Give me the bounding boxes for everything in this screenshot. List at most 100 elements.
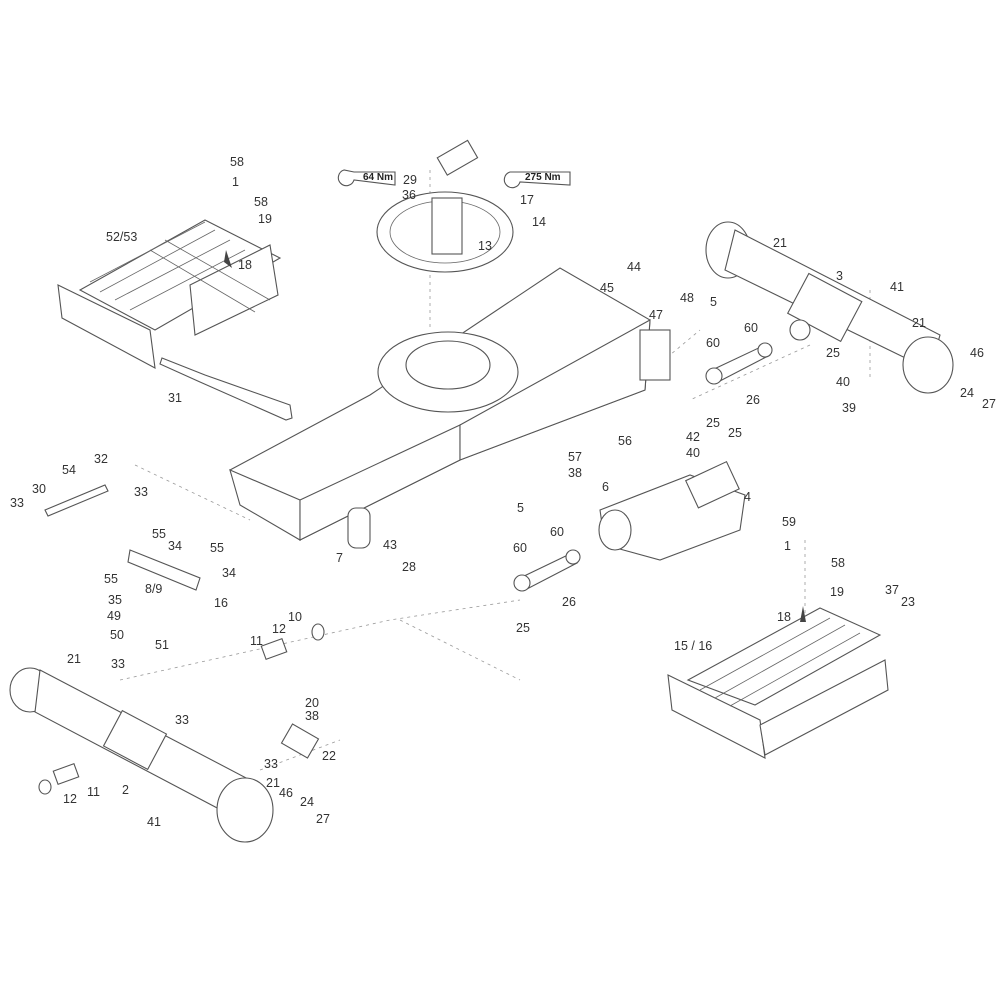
callout-label[interactable]: 16 [214,596,228,610]
callout-label[interactable]: 47 [649,308,663,322]
callout-label[interactable]: 25 [826,346,840,360]
callout-label[interactable]: 23 [901,595,915,609]
callout-label[interactable]: 24 [960,386,974,400]
callout-label[interactable]: 38 [568,466,582,480]
callout-label[interactable]: 32 [94,452,108,466]
callout-label[interactable]: 21 [266,776,280,790]
callout-label[interactable]: 56 [618,434,632,448]
callout-label[interactable]: 58 [230,155,244,169]
callout-label[interactable]: 34 [168,539,182,553]
callout-label[interactable]: 14 [532,215,546,229]
callout-label[interactable]: 48 [680,291,694,305]
callout-label[interactable]: 19 [258,212,272,226]
callout-label[interactable]: 60 [550,525,564,539]
callout-label[interactable]: 43 [383,538,397,552]
callout-label[interactable]: 4 [744,490,751,504]
callout-label[interactable]: 5 [517,501,524,515]
callout-label[interactable]: 33 [134,485,148,499]
callout-label[interactable]: 49 [107,609,121,623]
callout-label[interactable]: 27 [316,812,330,826]
arrow-icon [800,606,806,622]
callout-label[interactable]: 57 [568,450,582,464]
callout-label[interactable]: 28 [402,560,416,574]
gearbox-4-6 [598,460,746,561]
callout-label[interactable]: 20 [305,696,319,710]
callout-label[interactable]: 41 [147,815,161,829]
callout-label[interactable]: 58 [831,556,845,570]
tank-7 [347,507,371,549]
callout-label[interactable]: 33 [264,757,278,771]
callout-label[interactable]: 15 / 16 [674,639,713,653]
callout-label[interactable]: 30 [32,482,46,496]
bushing-11-lower [52,762,80,786]
callout-label[interactable]: 50 [110,628,124,642]
callout-label[interactable]: 21 [67,652,81,666]
axle-2 [9,667,274,843]
callout-label[interactable]: 11 [87,785,100,799]
callout-label[interactable]: 46 [279,786,293,800]
callout-label[interactable]: 40 [686,446,700,460]
callout-label[interactable]: 11 [250,634,263,648]
callout-label[interactable]: 18 [238,258,252,272]
callout-label[interactable]: 19 [830,585,844,599]
callout-label[interactable]: 45 [600,281,614,295]
callout-label[interactable]: 2 [122,783,129,797]
callout-label[interactable]: 24 [300,795,314,809]
callout-label[interactable]: 18 [777,610,791,624]
callout-label[interactable]: 41 [890,280,904,294]
callout-label[interactable]: 39 [842,401,856,415]
callout-label[interactable]: 34 [222,566,236,580]
callout-label[interactable]: 26 [562,595,576,609]
callout-label[interactable]: 12 [272,622,286,636]
callout-label[interactable]: 27 [982,397,996,411]
callout-label[interactable]: 3 [836,269,843,283]
dozer-blade-15-16 [667,607,889,759]
callout-label[interactable]: 59 [782,515,796,529]
callout-label[interactable]: 38 [305,709,319,723]
callout-label[interactable]: 36 [402,188,416,202]
callout-label[interactable]: 42 [686,430,700,444]
callout-label[interactable]: 1 [232,175,239,189]
callout-label[interactable]: 25 [728,426,742,440]
callout-label[interactable]: 55 [152,527,166,541]
drive-shaft-upper [705,342,773,385]
callout-label[interactable]: 55 [104,572,118,586]
seal-10 [311,623,325,641]
callout-label[interactable]: 21 [773,236,787,250]
callout-label[interactable]: 51 [155,638,169,652]
callout-label[interactable]: 33 [10,496,24,510]
callout-label[interactable]: 22 [322,749,336,763]
callout-label[interactable]: 10 [288,610,302,624]
arrow-icon [224,250,232,268]
callout-label[interactable]: 37 [885,583,899,597]
callout-label[interactable]: 44 [627,260,641,274]
callout-label[interactable]: 35 [108,593,122,607]
callout-label[interactable]: 25 [706,416,720,430]
callout-label[interactable]: 60 [706,336,720,350]
callout-label[interactable]: 13 [478,239,492,253]
callout-label[interactable]: 60 [513,541,527,555]
callout-label[interactable]: 26 [746,393,760,407]
callout-label[interactable]: 40 [836,375,850,389]
callout-label[interactable]: 31 [168,391,182,405]
callout-label[interactable]: 8/9 [145,582,163,596]
callout-label[interactable]: 52/53 [106,230,138,244]
callout-label[interactable]: 54 [62,463,76,477]
callout-label[interactable]: 33 [111,657,125,671]
callout-label[interactable]: 17 [520,193,534,207]
callout-label[interactable]: 21 [912,316,926,330]
callout-label[interactable]: 60 [744,321,758,335]
callout-label[interactable]: 7 [336,551,343,565]
callout-label[interactable]: 58 [254,195,268,209]
callout-label[interactable]: 46 [970,346,984,360]
callout-label[interactable]: 5 [710,295,717,309]
callout-label[interactable]: 33 [175,713,189,727]
pin-54 [44,484,109,517]
callout-label[interactable]: 6 [602,480,609,494]
callout-label[interactable]: 12 [63,792,77,806]
callout-label[interactable]: 25 [516,621,530,635]
callout-label[interactable]: 29 [403,173,417,187]
callout-label[interactable]: 1 [784,539,791,553]
callout-label[interactable]: 55 [210,541,224,555]
